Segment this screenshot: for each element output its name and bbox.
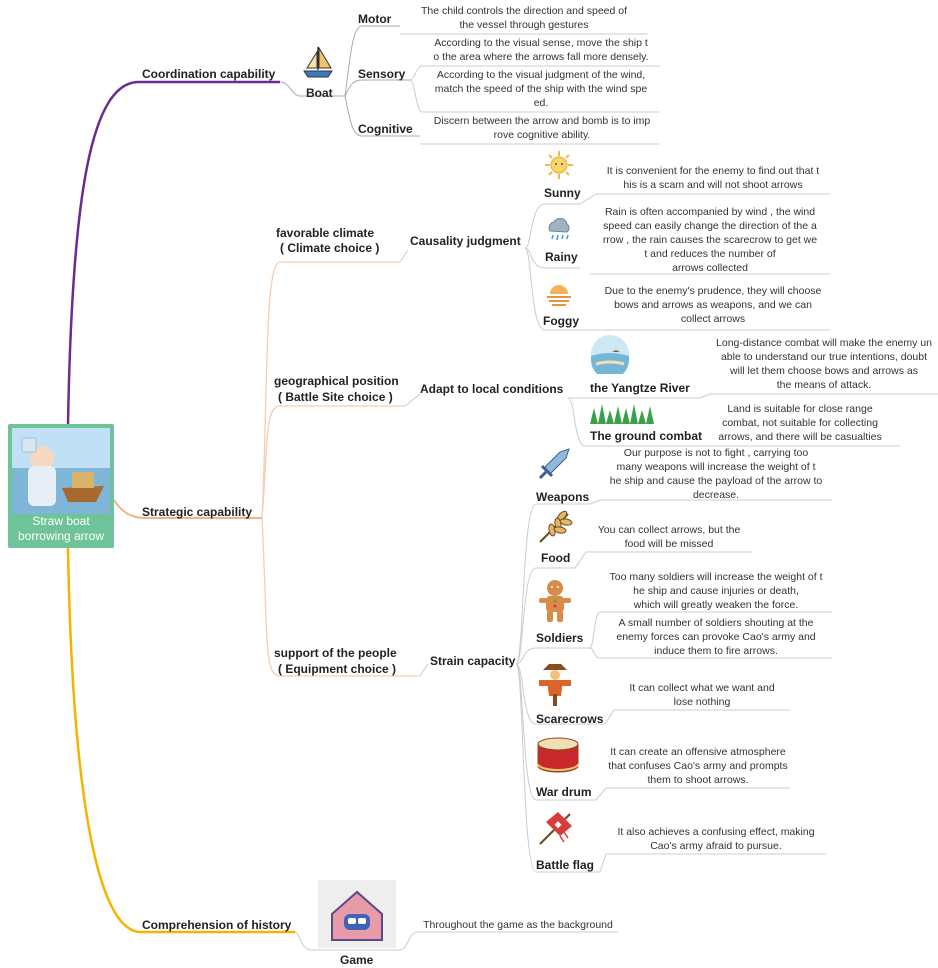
comprehension-history-label[interactable]: Comprehension of history bbox=[142, 918, 292, 932]
flag-desc: It also achieves a confusing effect, mak… bbox=[617, 826, 815, 852]
soldiers-label[interactable]: Soldiers bbox=[536, 631, 584, 645]
weapons-desc: Our purpose is not to fight , carrying t… bbox=[609, 447, 823, 501]
boat-label[interactable]: Boat bbox=[306, 86, 333, 100]
river-desc: Long-distance combat will make the enemy… bbox=[716, 337, 932, 391]
gingerbread-soldier-icon bbox=[537, 578, 573, 629]
sword-icon bbox=[536, 446, 572, 487]
equipment-choice-label: ( Equipment choice ) bbox=[278, 662, 397, 676]
straw-boat-illustration bbox=[12, 428, 110, 514]
sensory-desc-1: According to the visual sense, move the … bbox=[433, 37, 649, 63]
battle-site-choice-label: ( Battle Site choice ) bbox=[278, 390, 393, 404]
scarecrow-icon bbox=[537, 660, 573, 711]
scarecrows-label[interactable]: Scarecrows bbox=[536, 712, 604, 726]
grass-icon bbox=[590, 402, 656, 429]
motor-desc: The child controls the direction and spe… bbox=[420, 5, 628, 31]
game-image bbox=[318, 880, 396, 948]
game-desc: Throughout the game as the background bbox=[423, 919, 613, 931]
rain-cloud-icon bbox=[544, 214, 574, 249]
drum-icon bbox=[536, 734, 580, 783]
battle-flag-label[interactable]: Battle flag bbox=[536, 858, 595, 872]
wheat-icon bbox=[536, 508, 574, 551]
root-label-line2: borrowing arrow bbox=[17, 529, 105, 543]
food-label[interactable]: Food bbox=[541, 551, 571, 565]
root-node[interactable]: Straw boat borrowing arrow bbox=[8, 424, 114, 548]
sun-icon bbox=[544, 150, 574, 185]
motor-line bbox=[344, 25, 400, 97]
adapt-local-label[interactable]: Adapt to local conditions bbox=[420, 382, 564, 396]
river-icon bbox=[590, 334, 630, 379]
vr-game-icon bbox=[331, 890, 383, 941]
rainy-label[interactable]: Rainy bbox=[545, 250, 578, 264]
support-people-label[interactable]: support of the people bbox=[274, 646, 397, 660]
motor-label[interactable]: Motor bbox=[358, 12, 392, 26]
sunny-desc: It is convenient for the enemy to find o… bbox=[606, 165, 820, 191]
rainy-desc: Rain is often accompanied by wind , the … bbox=[602, 206, 818, 274]
coordination-branch-line bbox=[66, 80, 280, 425]
root-label-line1: Straw boat bbox=[32, 514, 90, 528]
flag-icon bbox=[536, 810, 576, 851]
game-label[interactable]: Game bbox=[340, 953, 374, 967]
sailboat-icon bbox=[300, 44, 336, 85]
strategic-capability-label[interactable]: Strategic capability bbox=[142, 505, 253, 519]
climate-choice-label: ( Climate choice ) bbox=[280, 241, 380, 255]
war-drum-label[interactable]: War drum bbox=[536, 785, 592, 799]
weapons-label[interactable]: Weapons bbox=[536, 490, 590, 504]
cognitive-desc: Discern between the arrow and bomb is to… bbox=[433, 115, 651, 141]
foggy-desc: Due to the enemy's prudence, they will c… bbox=[604, 285, 822, 325]
soldiers-desc-2: A small number of soldiers shouting at t… bbox=[616, 617, 816, 657]
geographical-position-label[interactable]: geographical position bbox=[274, 374, 399, 388]
coordination-capability-label[interactable]: Coordination capability bbox=[142, 67, 276, 81]
foggy-label[interactable]: Foggy bbox=[543, 314, 579, 328]
sensory-desc-2: According to the visual judgment of the … bbox=[434, 69, 648, 109]
causality-judgment-label[interactable]: Causality judgment bbox=[410, 234, 521, 248]
sensory-label[interactable]: Sensory bbox=[358, 67, 406, 81]
cognitive-label[interactable]: Cognitive bbox=[358, 122, 413, 136]
soldiers-desc-1: Too many soldiers will increase the weig… bbox=[609, 571, 823, 611]
history-branch-line bbox=[66, 547, 295, 934]
sunny-label[interactable]: Sunny bbox=[544, 186, 581, 200]
sensory-line bbox=[344, 79, 410, 97]
favorable-climate-label[interactable]: favorable climate bbox=[276, 226, 375, 240]
yangtze-river-label[interactable]: the Yangtze River bbox=[590, 381, 690, 395]
fog-icon bbox=[544, 278, 574, 313]
strain-capacity-label[interactable]: Strain capacity bbox=[430, 654, 516, 668]
ground-combat-label[interactable]: The ground combat bbox=[590, 429, 702, 443]
geo-line bbox=[261, 405, 405, 519]
